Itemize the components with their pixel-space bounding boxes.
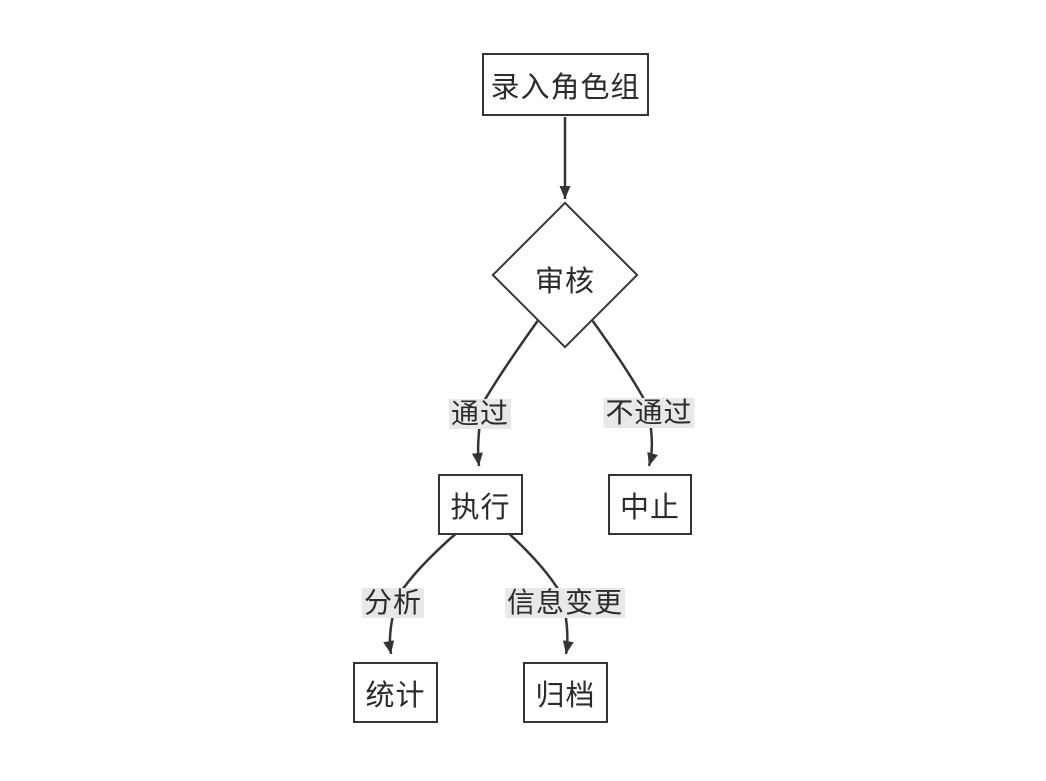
edge-label-fail: 不通过 xyxy=(603,397,695,428)
edge-label-pass: 通过 xyxy=(448,398,512,429)
node-abort: 中止 xyxy=(608,474,692,535)
node-start: 录入角色组 xyxy=(482,53,649,116)
node-archive: 归档 xyxy=(523,662,608,723)
node-review-label: 审核 xyxy=(534,266,595,298)
node-execute: 执行 xyxy=(438,474,523,535)
edge-label-info-change: 信息变更 xyxy=(504,587,626,618)
edge-review-execute xyxy=(471,289,562,467)
node-stats: 统计 xyxy=(353,662,438,723)
edge-label-analyze: 分析 xyxy=(361,587,425,618)
